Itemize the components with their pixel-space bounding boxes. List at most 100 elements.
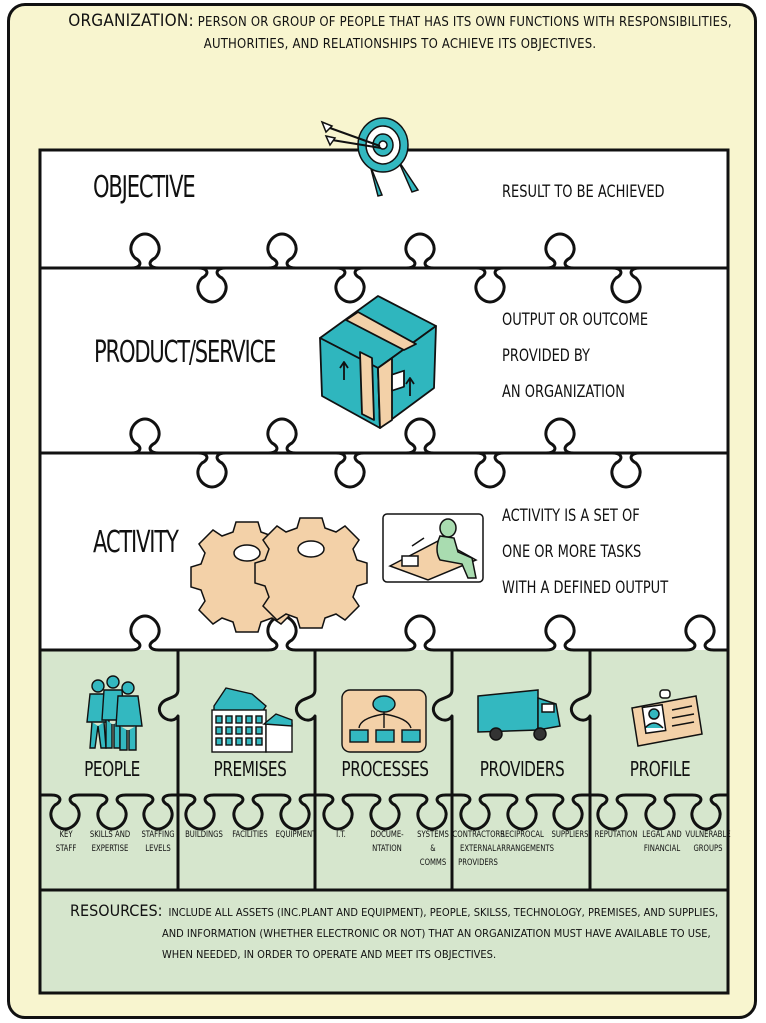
window: [225, 737, 233, 746]
desk-worker-icon: [382, 513, 484, 583]
seam-resource-subitems: [38, 793, 730, 831]
objective-description: Result to be achieved: [502, 174, 665, 210]
resource-title-processes: Processes: [341, 757, 429, 781]
flowchart-icon: [341, 689, 427, 753]
organization-term: Organization:: [68, 11, 194, 31]
activity-description-line-2: one or more tasks: [502, 542, 642, 562]
resource-subitem: Skills andExpertise: [85, 828, 136, 856]
resource-subitem-line: Levels: [145, 844, 171, 854]
resource-subitem-line: Suppliers: [551, 830, 589, 840]
resource-subitem-line: Docume-: [370, 830, 404, 840]
gears-icon: [190, 517, 368, 633]
activity-description: Activity is a set of one or more tasks w…: [502, 498, 668, 606]
resource-subitem: KeyStaff: [41, 828, 92, 856]
resource-title-profile: Profile: [629, 757, 691, 781]
seam-objective-product-down: [38, 266, 642, 304]
resource-subitem-line: Skills and: [89, 830, 131, 840]
window: [245, 715, 253, 724]
building-icon: [211, 687, 293, 753]
target-icon: [320, 117, 420, 197]
resource-subitem-line: Facilities: [232, 830, 268, 840]
resource-subitem: ReciprocalArrangements: [496, 828, 555, 856]
resource-subitem-line: External: [460, 844, 496, 854]
resources-term: Resources:: [70, 901, 163, 920]
window: [245, 737, 253, 746]
product-service-description: Output or Outcome provided by an organiz…: [502, 302, 648, 410]
activity-description-line-3: with a defined output: [502, 578, 669, 598]
resource-subitem-line: Equipment: [275, 830, 317, 840]
window: [215, 715, 223, 724]
people-icon: [86, 675, 143, 751]
resource-subitem-line: Key: [59, 830, 73, 840]
organization-definition: Organization: Person or group of people …: [60, 10, 740, 56]
resource-subitem: VulnerableGroups: [683, 828, 734, 856]
resource-divider-1: [294, 648, 317, 892]
resource-divider-2: [431, 648, 454, 892]
objective-description-line: Result to be achieved: [502, 182, 665, 202]
resource-subitem-line: Comms: [419, 858, 447, 868]
resources-footer-box: [40, 890, 728, 993]
resource-subitem-line: &: [430, 844, 436, 854]
resource-subitem-line: Expertise: [91, 844, 129, 854]
resource-subitem-line: Systems: [417, 830, 449, 840]
window: [225, 726, 233, 735]
product-service-title: Product/Service: [94, 335, 276, 370]
window: [245, 726, 253, 735]
seam-activity-resources: [38, 614, 730, 652]
organization-definition-line2: authorities, and relationships to achiev…: [203, 37, 597, 52]
resource-subitem: I.T.: [316, 828, 367, 842]
resource-subitem-line: I.T.: [336, 830, 346, 840]
resources-definition-line1: Include all assets (inc.plant and equipm…: [168, 906, 719, 919]
product-description-line-3: an organization: [502, 382, 625, 402]
window: [235, 715, 243, 724]
resource-subitem-line: Financial: [643, 844, 681, 854]
resource-subitem: Legal andFinancial: [637, 828, 688, 856]
resource-subitem-line: Groups: [693, 844, 723, 854]
seam-product-activity-down: [38, 451, 642, 489]
id-card-icon: [631, 689, 703, 747]
window: [255, 726, 263, 735]
resource-subitem-line: Contractors: [452, 830, 505, 840]
product-description-line-2: provided by: [502, 346, 591, 366]
window: [215, 726, 223, 735]
activity-description-line-1: Activity is a set of: [502, 506, 640, 526]
resource-subitem-line: Reputation: [594, 830, 638, 840]
resource-subitem: Systems & Comms: [408, 828, 459, 870]
resource-divider-0: [157, 648, 180, 892]
resource-title-premises: Premises: [213, 757, 287, 781]
organization-definition-line1: Person or group of people that has its o…: [197, 15, 732, 30]
resource-subitem-line: ntation: [372, 844, 402, 854]
resource-title-providers: Providers: [479, 757, 565, 781]
resource-subitem: Facilities: [225, 828, 276, 842]
resource-subitem: Docume-ntation: [362, 828, 413, 856]
resource-title-people: People: [84, 757, 140, 781]
resource-divider-3: [569, 648, 592, 892]
activity-title: Activity: [93, 525, 179, 560]
resources-definition-line3: when needed, in order to operate and mee…: [162, 948, 497, 961]
resource-subitem: Equipment: [271, 828, 322, 842]
resource-subitem-line: Reciprocal: [500, 830, 544, 840]
resource-subitem-line: Vulnerable: [685, 830, 731, 840]
resource-subitem: Suppliers: [545, 828, 596, 842]
window: [235, 737, 243, 746]
resource-subitem-line: Legal and: [642, 830, 682, 840]
resources-definition-line2: and information (whether electronic or n…: [162, 927, 711, 940]
resource-subitem: Buildings: [179, 828, 230, 842]
resource-subitem-line: Providers: [458, 858, 498, 868]
window: [225, 715, 233, 724]
window: [255, 715, 263, 724]
resource-subitem: Reputation: [591, 828, 642, 842]
resource-subitem-line: Buildings: [185, 830, 223, 840]
objective-title: Objective: [93, 170, 196, 205]
truck-icon: [477, 689, 561, 741]
window: [215, 737, 223, 746]
window: [235, 726, 243, 735]
product-description-line-1: Output or Outcome: [502, 310, 649, 330]
window: [255, 737, 263, 746]
resource-subitem-line: Staffing: [141, 830, 175, 840]
resource-subitem: ContractorsExternalProviders: [452, 828, 505, 870]
resource-subitem: StaffingLevels: [133, 828, 184, 856]
resource-subitem-line: Arrangements: [496, 844, 555, 854]
resources-definition: Resources: Include all assets (inc.plant …: [70, 900, 730, 965]
resource-subitem-line: Staff: [55, 844, 77, 854]
